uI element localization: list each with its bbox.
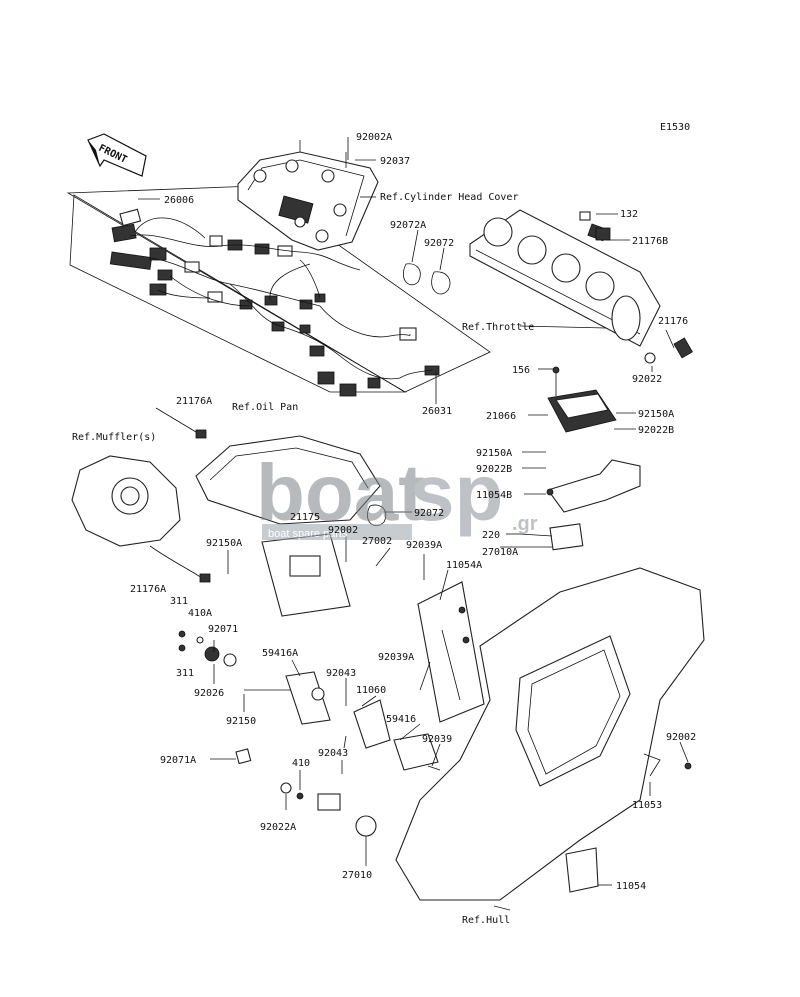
label-21176A-bottom: 21176A: [130, 584, 166, 595]
label-92039A-top: 92039A: [406, 540, 442, 551]
label-92039A-mid: 92039A: [378, 652, 414, 663]
bracket-11054B: [546, 459, 641, 513]
label-21176B: 21176B: [632, 236, 668, 247]
label-ref-throttle: Ref.Throttle: [462, 322, 534, 333]
label-92002-right: 92002: [666, 732, 696, 743]
label-92026: 92026: [194, 688, 224, 699]
mount-plate-11054A: [417, 581, 485, 723]
label-21175: 21175: [290, 512, 320, 523]
label-92002-mid: 92002: [328, 525, 358, 536]
label-92071A: 92071A: [160, 755, 196, 766]
label-11054A: 11054A: [446, 560, 482, 571]
part-labels: E1530 92002A 92037 Ref.Cylinder Head Cov…: [72, 122, 696, 926]
label-311-b: 311: [176, 668, 194, 679]
regulator-rectifier: [547, 366, 617, 433]
small-parts: [178, 630, 692, 893]
label-ref-cylinder-head-cover: Ref.Cylinder Head Cover: [380, 192, 518, 203]
label-92150: 92150: [226, 716, 256, 727]
label-ref-mufflers: Ref.Muffler(s): [72, 432, 156, 443]
label-59416A: 59416A: [262, 648, 298, 659]
watermark-brand-left: boat: [256, 448, 425, 537]
label-410A: 410A: [188, 608, 212, 619]
label-ref-hull: Ref.Hull: [462, 915, 510, 926]
oil-pan: [195, 435, 381, 525]
label-92150A-mid: 92150A: [476, 448, 512, 459]
sensors: [149, 211, 693, 583]
front-arrow: FRONT: [87, 133, 147, 177]
watermark-tld: .gr: [512, 513, 538, 535]
label-92022B-mid: 92022B: [476, 464, 512, 475]
label-26031: 26031: [422, 406, 452, 417]
label-92072-top: 92072: [424, 238, 454, 249]
wiring-harness-group: [66, 185, 491, 397]
label-11054B: 11054B: [476, 490, 512, 501]
label-92043-b: 92043: [318, 748, 348, 759]
label-21176: 21176: [658, 316, 688, 327]
label-11060: 11060: [356, 685, 386, 696]
label-132: 132: [620, 209, 638, 220]
label-92037: 92037: [380, 156, 410, 167]
label-92022: 92022: [632, 374, 662, 385]
throttle-body: [469, 209, 661, 347]
label-92150A-right: 92150A: [638, 409, 674, 420]
label-21176A-top: 21176A: [176, 396, 212, 407]
ecu-21175: [261, 533, 351, 617]
label-11054: 11054: [616, 881, 646, 892]
watermark: boat sp .gr boat spare parts: [256, 448, 538, 540]
leader-lines: [138, 137, 689, 911]
watermark-brand-right: sp: [410, 448, 503, 537]
cylinder-head-cover: [237, 140, 379, 251]
label-92043-a: 92043: [326, 668, 356, 679]
label-92150A-left: 92150A: [206, 538, 242, 549]
label-92072A: 92072A: [390, 220, 426, 231]
label-59416: 59416: [386, 714, 416, 725]
label-156: 156: [512, 365, 530, 376]
label-311-a: 311: [170, 596, 188, 607]
watermark-tagline-bar: [262, 524, 412, 540]
label-27010: 27010: [342, 870, 372, 881]
label-26006: 26006: [164, 195, 194, 206]
label-ref-oil-pan: Ref.Oil Pan: [232, 402, 298, 413]
label-410: 410: [292, 758, 310, 769]
diagram-code: E1530: [660, 122, 690, 133]
watermark-tagline: boat spare parts: [268, 528, 348, 540]
label-27010A: 27010A: [482, 547, 518, 558]
clamps: [367, 263, 451, 527]
label-92039: 92039: [422, 734, 452, 745]
label-220: 220: [482, 530, 500, 541]
label-21066: 21066: [486, 411, 516, 422]
muffler: [71, 455, 181, 547]
ignition-coil-27010A: [519, 523, 584, 551]
label-27002: 27002: [362, 536, 392, 547]
label-92071: 92071: [208, 624, 238, 635]
label-92002A: 92002A: [356, 132, 392, 143]
label-92022B-right: 92022B: [638, 425, 674, 436]
label-92072-mid: 92072: [414, 508, 444, 519]
label-92022A: 92022A: [260, 822, 296, 833]
label-11053: 11053: [632, 800, 662, 811]
hull: [395, 567, 705, 901]
